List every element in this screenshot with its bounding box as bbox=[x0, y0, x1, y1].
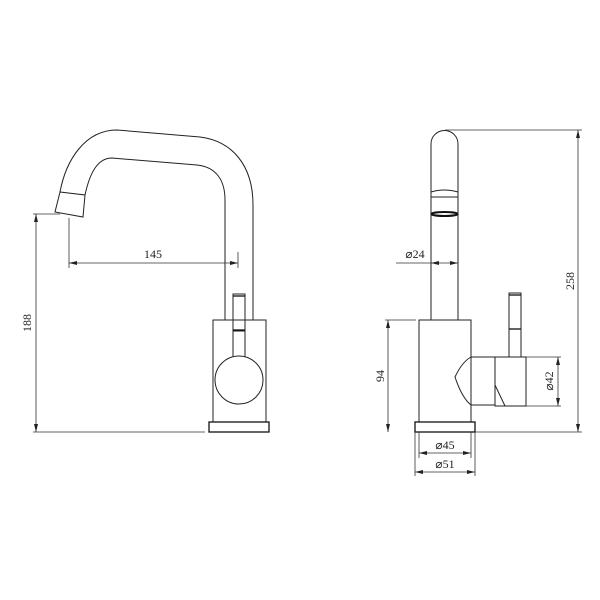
handle-collar bbox=[471, 356, 496, 406]
handle-cartridge bbox=[494, 356, 527, 407]
spout-tube bbox=[430, 130, 459, 320]
faucet-body bbox=[212, 319, 267, 423]
dimension-188: 188 bbox=[20, 213, 205, 433]
faucet-base bbox=[208, 421, 270, 433]
dimension-94: 94 bbox=[373, 319, 416, 432]
dimension-258: 258 bbox=[445, 129, 582, 433]
lever-handle bbox=[232, 293, 246, 332]
dimension-label-188: 188 bbox=[20, 314, 34, 332]
dimension-label-145: 145 bbox=[144, 247, 162, 261]
lever-handle-side bbox=[508, 292, 522, 358]
aerator-nozzle bbox=[54, 191, 86, 218]
spout-outer bbox=[59, 129, 254, 320]
faucet-base-side bbox=[414, 421, 476, 433]
spout-inner bbox=[84, 157, 226, 320]
dimension-diameter-45: ⌀45 bbox=[418, 432, 472, 458]
dimension-diameter-42: ⌀42 bbox=[526, 356, 561, 407]
dimension-label-45: ⌀45 bbox=[435, 438, 454, 452]
dimension-label-42: ⌀42 bbox=[542, 371, 556, 390]
dimension-diameter-24: ⌀24 bbox=[396, 247, 458, 265]
side-view: ⌀24 94 258 ⌀42 ⌀45 bbox=[373, 129, 582, 476]
dimension-label-24: ⌀24 bbox=[405, 247, 424, 261]
front-view: 145 188 bbox=[20, 129, 270, 433]
body-notch bbox=[454, 356, 472, 406]
dimension-diameter-51: ⌀51 bbox=[414, 432, 476, 476]
faucet-body-side bbox=[418, 319, 472, 423]
dimension-145: 145 bbox=[68, 218, 239, 268]
aerator-ring bbox=[430, 211, 459, 217]
dimension-label-258: 258 bbox=[563, 272, 577, 290]
lever-hub bbox=[214, 355, 264, 405]
dimension-label-51: ⌀51 bbox=[435, 457, 454, 471]
dimension-label-94: 94 bbox=[373, 370, 387, 382]
